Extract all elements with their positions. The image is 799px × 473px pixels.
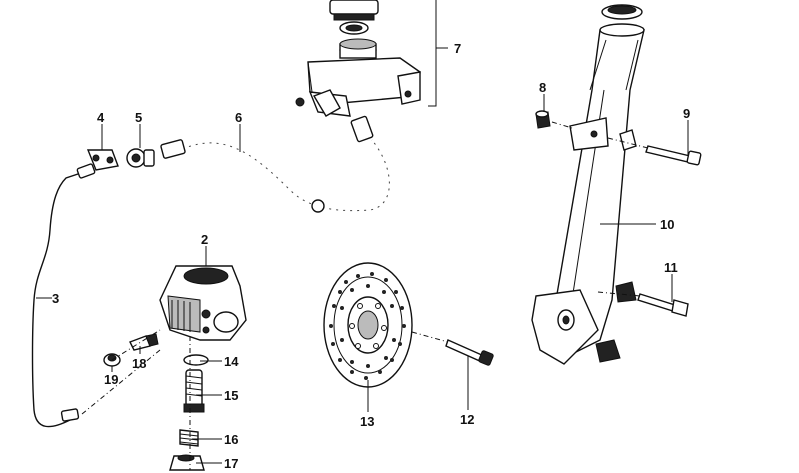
- callout-9: 9: [683, 106, 690, 121]
- callout-7: 7: [454, 41, 461, 56]
- callout-11: 11: [664, 260, 678, 275]
- nut-part-8: [535, 110, 551, 129]
- bolt-part-9: [645, 145, 702, 166]
- brake-hose: [160, 115, 393, 214]
- disc-bolt-part-12: [445, 339, 494, 366]
- callout-19: 19: [104, 372, 118, 387]
- brake-master-cylinder-reservoir: [295, 0, 421, 117]
- callout-4: 4: [97, 110, 105, 125]
- union-washer-part-4: [86, 149, 119, 171]
- callout-18: 18: [132, 356, 146, 371]
- leader-lines: [36, 94, 689, 464]
- callout-10: 10: [660, 217, 674, 232]
- bleeder-screw-part-18: [129, 333, 159, 351]
- callout-3: 3: [52, 291, 59, 306]
- bolt-part-11: [637, 293, 689, 317]
- spring-part-16: [179, 429, 199, 447]
- fork-slider-tube: [531, 4, 645, 365]
- callout-13: 13: [360, 414, 374, 429]
- o-ring-part-14: [183, 354, 209, 366]
- callout-2: 2: [201, 232, 208, 247]
- callout-17: 17: [224, 456, 238, 471]
- callout-16: 16: [224, 432, 238, 447]
- callout-8: 8: [539, 80, 546, 95]
- callout-14: 14: [224, 354, 239, 369]
- brake-line: [31, 163, 96, 428]
- banjo-bolt-part-15: [183, 369, 205, 413]
- callout-labels: 7 2 3 4 5 6 8 9 10 11 12 13 14 15 16 17 …: [52, 41, 690, 471]
- callout-12: 12: [460, 412, 474, 427]
- callout-15: 15: [224, 388, 238, 403]
- callout-5: 5: [135, 110, 142, 125]
- callout-6: 6: [235, 110, 242, 125]
- brake-caliper: [159, 265, 247, 341]
- brake-disc: [323, 262, 413, 388]
- nut-part-5: [126, 148, 155, 168]
